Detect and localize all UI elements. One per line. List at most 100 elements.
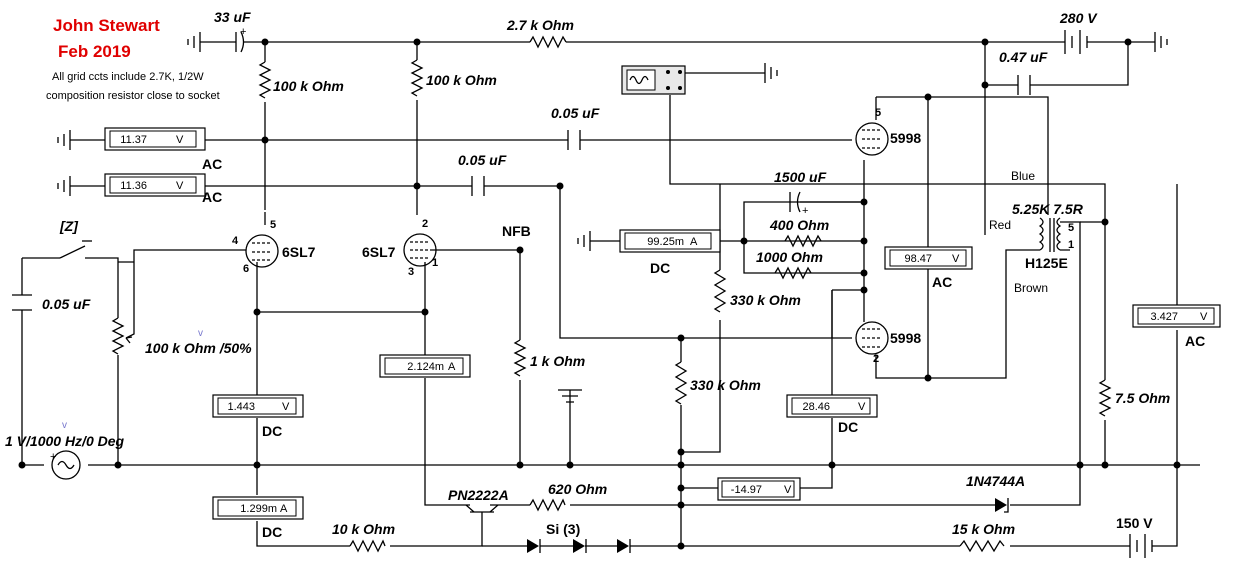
svg-text:1500 uF: 1500 uF — [774, 169, 827, 185]
svg-text:6SL7: 6SL7 — [362, 244, 396, 260]
svg-text:6: 6 — [243, 263, 249, 275]
resistor-620 — [529, 498, 566, 512]
meter-m6: 2.124m A — [379, 354, 471, 378]
resistor-7.5 — [1098, 379, 1112, 417]
svg-text:400 Ohm: 400 Ohm — [769, 217, 829, 233]
ground-m2 — [57, 176, 71, 196]
svg-text:2.7 k Ohm: 2.7 k Ohm — [506, 17, 574, 33]
meter-m9: -14.97 V — [717, 477, 801, 501]
svg-text:11.36: 11.36 — [120, 180, 147, 192]
ground-33uF — [187, 32, 201, 52]
svg-text:1 V/1000 Hz/0 Deg: 1 V/1000 Hz/0 Deg — [5, 433, 125, 449]
resistor-330k-b — [674, 361, 688, 405]
svg-text:1.443: 1.443 — [227, 401, 255, 413]
ground-m3 — [577, 231, 591, 251]
svg-text:v: v — [62, 420, 67, 431]
cap-33uF — [228, 31, 246, 53]
resistor-330k-a — [713, 269, 727, 313]
svg-text:150 V: 150 V — [1116, 515, 1153, 531]
resistors — [111, 35, 1112, 553]
svg-text:AC: AC — [202, 189, 222, 205]
svg-text:DC: DC — [262, 524, 282, 540]
svg-text:2.124m: 2.124m — [407, 361, 444, 373]
meter-m8: 28.46 V — [786, 394, 878, 418]
tube-6sl7-b — [403, 233, 437, 267]
svg-text:V: V — [176, 180, 184, 192]
svg-text:1000 Ohm: 1000 Ohm — [756, 249, 823, 265]
svg-text:A: A — [280, 503, 288, 515]
diode-si-1 — [527, 539, 539, 553]
svg-text:2: 2 — [422, 218, 428, 230]
meter-m7: 1.443 V — [212, 394, 304, 418]
svg-text:AC: AC — [202, 156, 222, 172]
svg-text:1: 1 — [432, 257, 438, 269]
cap-0.05-a — [567, 130, 581, 150]
svg-text:V: V — [1200, 311, 1208, 323]
wires — [21, 41, 1200, 547]
batteries — [1064, 30, 1160, 558]
resistor-10k — [349, 539, 386, 553]
svg-text:H125E: H125E — [1025, 255, 1068, 271]
meter-m1: 11.37 V — [104, 127, 206, 151]
svg-text:3: 3 — [408, 266, 414, 278]
svg-text:0.05 uF: 0.05 uF — [551, 105, 600, 121]
svg-text:Blue: Blue — [1011, 169, 1035, 183]
diodes — [527, 498, 1009, 553]
svg-text:Brown: Brown — [1014, 281, 1048, 295]
grounds — [57, 32, 1168, 403]
tubes — [245, 122, 889, 355]
svg-text:A: A — [448, 361, 456, 373]
svg-text:10 k Ohm: 10 k Ohm — [332, 521, 395, 537]
svg-text:+: + — [240, 26, 246, 38]
zener-1n4744a — [995, 498, 1007, 512]
svg-text:4: 4 — [232, 235, 239, 247]
svg-text:0.05 uF: 0.05 uF — [458, 152, 507, 168]
svg-text:A: A — [690, 236, 698, 248]
switch-z — [59, 240, 92, 259]
cap-0.47uF — [1017, 75, 1031, 95]
svg-text:1.299m: 1.299m — [240, 503, 277, 515]
battery-150V — [1129, 534, 1160, 558]
note-line1: All grid ccts include 2.7K, 1/2W — [52, 71, 204, 83]
ground-mid — [558, 389, 582, 403]
svg-text:98.47: 98.47 — [904, 253, 932, 265]
ac-source: + — [50, 450, 81, 480]
ground-scope — [685, 63, 778, 83]
svg-text:Si (3): Si (3) — [546, 521, 580, 537]
svg-text:280 V: 280 V — [1059, 10, 1098, 26]
svg-text:0.47 uF: 0.47 uF — [999, 49, 1048, 65]
resistor-2.7k — [529, 35, 567, 49]
svg-text:99.25m: 99.25m — [647, 236, 684, 248]
title-line1: John Stewart — [53, 16, 160, 35]
meters: 11.37 V 11.36 V 99.25m A 98.47 V 3.427 V — [104, 127, 1221, 520]
meter-m5: 3.427 V — [1132, 304, 1221, 328]
meter-m3: 99.25m A — [619, 229, 721, 253]
svg-text:5: 5 — [1068, 222, 1074, 234]
diode-si-3 — [617, 539, 629, 553]
tube-5998-top — [855, 122, 889, 156]
svg-text:DC: DC — [650, 260, 670, 276]
svg-text:5.25K 7.5R: 5.25K 7.5R — [1012, 201, 1084, 217]
svg-text:V: V — [282, 401, 290, 413]
meter-m10: 1.299m A — [212, 496, 304, 520]
note-line2: composition resistor close to socket — [46, 90, 220, 102]
svg-text:3.427: 3.427 — [1150, 311, 1178, 323]
output-transformer — [1038, 217, 1062, 252]
svg-text:PN2222A: PN2222A — [448, 487, 509, 503]
svg-text:Red: Red — [989, 218, 1011, 232]
svg-text:5998: 5998 — [890, 130, 921, 146]
resistor-100k-b — [410, 59, 424, 97]
svg-text:1N4744A: 1N4744A — [966, 473, 1025, 489]
svg-text:AC: AC — [932, 274, 952, 290]
diode-si-2 — [573, 539, 585, 553]
transistor-pn2222a — [465, 504, 499, 520]
svg-text:V: V — [858, 401, 866, 413]
svg-text:2: 2 — [873, 353, 879, 365]
svg-text:AC: AC — [1185, 333, 1205, 349]
oscilloscope — [621, 65, 686, 95]
svg-text:100 k Ohm: 100 k Ohm — [273, 78, 344, 94]
svg-text:5: 5 — [270, 219, 276, 231]
svg-text:1 k Ohm: 1 k Ohm — [530, 353, 585, 369]
